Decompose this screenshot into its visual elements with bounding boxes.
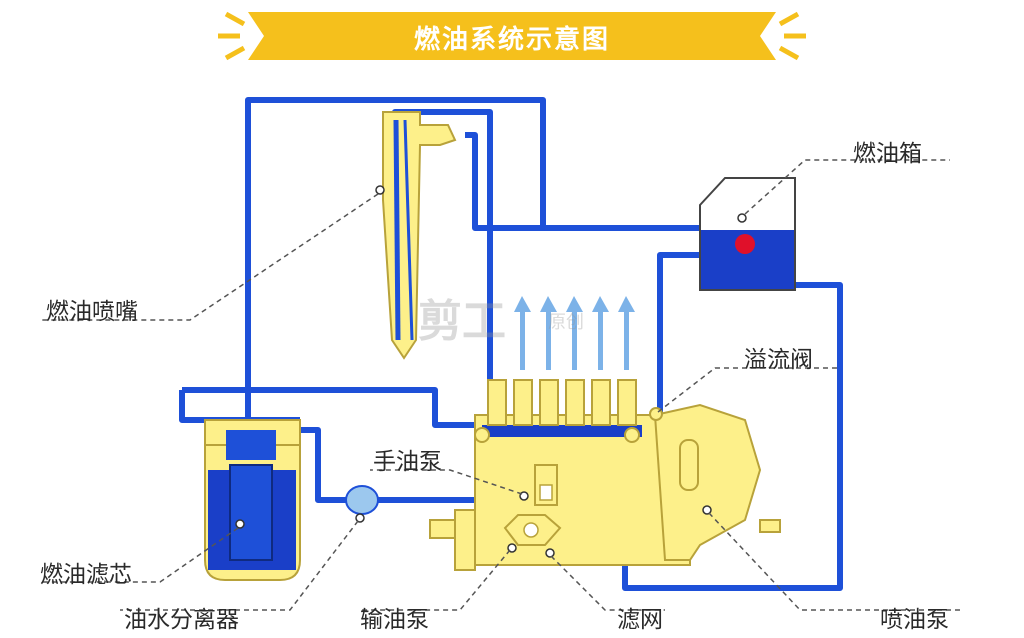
water-separator bbox=[345, 485, 379, 523]
flow-arrows bbox=[514, 296, 635, 370]
watermark-main: 剪工 bbox=[418, 296, 506, 347]
label-overflow-valve: 溢流阀 bbox=[744, 347, 813, 373]
diagram-title: 燃油系统示意图 bbox=[413, 24, 610, 55]
title-banner-area: 燃油系统示意图 bbox=[232, 9, 792, 65]
injection-pump bbox=[429, 403, 781, 571]
fuel-filter bbox=[204, 419, 301, 581]
watermark-sub: 原创 bbox=[548, 312, 584, 333]
label-injector: 燃油喷嘴 bbox=[46, 299, 138, 325]
label-fuel-tank: 燃油箱 bbox=[853, 141, 922, 167]
label-injection-pump: 喷油泵 bbox=[880, 607, 949, 633]
label-strainer: 滤网 bbox=[617, 607, 663, 633]
fuel-tank bbox=[699, 177, 796, 291]
label-water-separator: 油水分离器 bbox=[124, 607, 239, 633]
leader-lines bbox=[40, 159, 960, 611]
label-hand-pump: 手油泵 bbox=[373, 449, 442, 475]
pump-outlets bbox=[487, 379, 637, 426]
injector-nozzle bbox=[375, 111, 457, 360]
label-feed-pump: 输油泵 bbox=[360, 607, 429, 633]
label-fuel-filter: 燃油滤芯 bbox=[40, 562, 132, 588]
title-banner bbox=[218, 11, 806, 61]
